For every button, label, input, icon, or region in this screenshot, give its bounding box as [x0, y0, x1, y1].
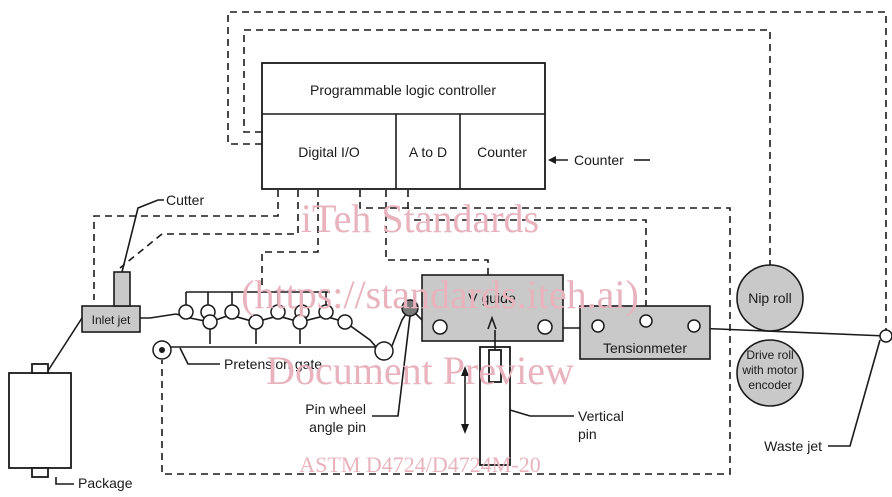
package-body — [8, 372, 72, 469]
drive-roll-label-line1: Drive roll — [746, 348, 793, 362]
signal-line-cutter — [119, 190, 299, 269]
watermark-line2: (https://standards.iteh.ai) — [241, 272, 639, 317]
tensionmeter: Tensionmeter — [579, 305, 711, 360]
vertical-pin-label-line2: pin — [578, 426, 597, 442]
cutter-label: Cutter — [166, 192, 204, 208]
arrow-down-icon — [461, 424, 469, 434]
pin-wheel-label-line2: angle pin — [309, 419, 366, 435]
counter-cell-label: Counter — [477, 144, 527, 160]
inlet-jet: Inlet jet — [81, 305, 141, 333]
watermark: iTeh Standards (https://standards.iteh.a… — [241, 196, 639, 477]
cutter: Cutter — [113, 192, 204, 307]
inlet-jet-label: Inlet jet — [92, 313, 131, 327]
signal-line-pretension — [261, 190, 319, 290]
package: Package — [8, 363, 133, 491]
plc-box — [261, 62, 546, 190]
v-guide: V guide — [421, 274, 564, 342]
pretension-gate: Pretension gate — [152, 291, 394, 372]
counter-input: Counter — [548, 152, 650, 168]
arrow-left-icon — [548, 156, 556, 164]
tensionmeter-label: Tensionmeter — [603, 340, 687, 356]
vertical-pin: Vertical pin — [461, 330, 624, 466]
pin-wheel-label-line1: Pin wheel — [305, 401, 366, 417]
package-label: Package — [78, 475, 133, 491]
counter-external-label: Counter — [574, 152, 624, 168]
pin-wheel: Pin wheel angle pin — [305, 299, 419, 435]
arrow-up-icon — [461, 366, 469, 376]
nip-roll-label: Nip roll — [748, 290, 792, 306]
drive-roll — [736, 339, 804, 407]
waste-jet: Waste jet — [764, 329, 892, 454]
digital-io-label: Digital I/O — [298, 144, 360, 160]
v-guide-label: V guide — [468, 290, 516, 306]
drive-roll-label-line3: encoder — [748, 378, 791, 392]
signal-line-nip-roll — [243, 29, 771, 265]
waste-jet-nozzle — [879, 329, 892, 343]
pretension-gate-label: Pretension gate — [224, 356, 322, 372]
plc-title: Programmable logic controller — [310, 82, 496, 98]
a-to-d-label: A to D — [409, 144, 447, 160]
inlet-jet-box — [81, 305, 141, 333]
watermark-line4: ASTM D4724/D4724M-20 — [299, 452, 540, 477]
watermark-line3: Document Preview — [266, 348, 574, 393]
rolls: Nip roll Drive roll with motor encoder — [736, 264, 804, 407]
signal-line-tensionmeter — [407, 190, 647, 306]
nip-roll — [736, 264, 804, 332]
signal-line-v-guide — [385, 190, 489, 275]
waste-jet-label: Waste jet — [764, 438, 822, 454]
signal-line-inlet-jet — [93, 190, 279, 300]
cutter-body — [113, 271, 131, 307]
plc-block: Programmable logic controller Digital I/… — [261, 62, 546, 190]
watermark-line1: iTeh Standards — [301, 196, 539, 241]
vertical-pin-label-line1: Vertical — [578, 408, 624, 424]
signal-line-lower-loop — [161, 190, 731, 475]
signal-lines — [93, 11, 887, 475]
drive-roll-label-line2: with motor — [741, 363, 797, 377]
